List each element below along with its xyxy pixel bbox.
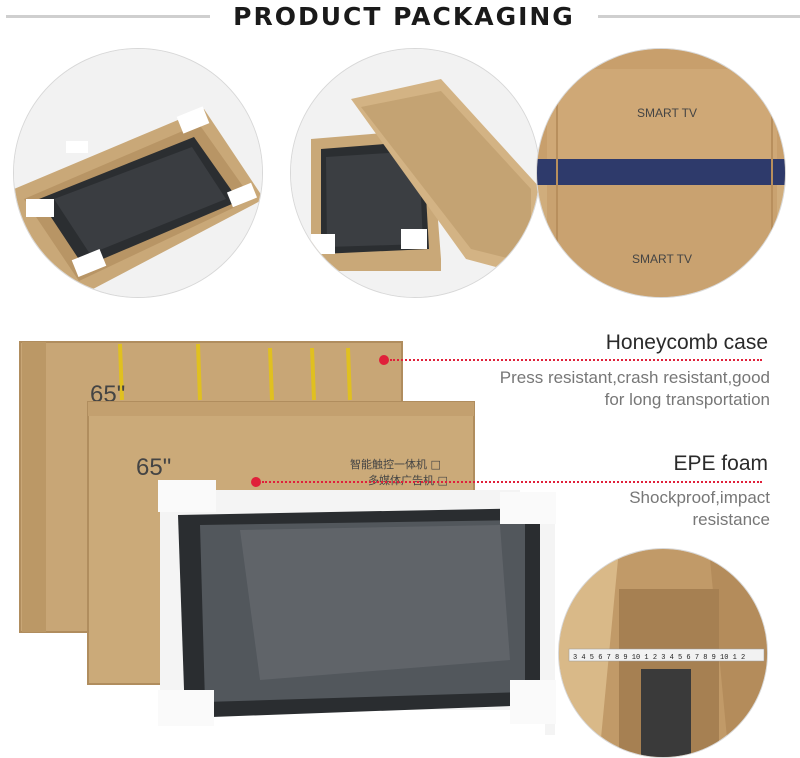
packaging-photo-stacked-cartons: SMART TV SMART TV [536, 48, 786, 298]
packaging-photo-box-lid [290, 48, 540, 298]
callout-leader-honeycomb [390, 359, 762, 361]
callout-desc-epe: Shockproof,impact resistance [550, 487, 770, 531]
page-title: PRODUCT PACKAGING [233, 2, 575, 31]
box-size-label-front: 65" [136, 454, 171, 481]
callout-desc-honeycomb-line2: for long transportation [604, 390, 770, 409]
carton-brand-bottom: SMART TV [632, 252, 692, 266]
packaging-photo-box-open [13, 48, 263, 298]
callout-desc-epe-line2: resistance [692, 510, 770, 529]
callout-marker-epe [251, 477, 261, 487]
callout-desc-honeycomb-line1: Press resistant,crash resistant,good [499, 368, 770, 387]
box-chinese-label-1: 智能触控一体机 □ [350, 457, 441, 471]
callout-leader-epe [262, 481, 762, 483]
ruler-scale: 3 4 5 6 7 8 9 10 1 2 3 4 5 6 7 8 9 10 1 … [573, 654, 745, 662]
box-chinese-label-2: 多媒体广告机 □ [368, 473, 448, 487]
header-divider-left [6, 15, 210, 18]
callout-title-honeycomb: Honeycomb case [605, 331, 768, 354]
header-divider-right [598, 15, 800, 18]
callout-title-epe: EPE foam [673, 452, 768, 475]
callout-marker-honeycomb [379, 355, 389, 365]
carton-brand-top: SMART TV [637, 106, 697, 120]
packaging-photo-ruler: 3 4 5 6 7 8 9 10 1 2 3 4 5 6 7 8 9 10 1 … [558, 548, 768, 758]
callout-desc-epe-line1: Shockproof,impact [629, 488, 770, 507]
callout-desc-honeycomb: Press resistant,crash resistant,good for… [450, 367, 770, 411]
packaging-main-illustration: 65" 65" 智能触控一体机 □ 多媒体广告机 □ [19, 341, 556, 735]
